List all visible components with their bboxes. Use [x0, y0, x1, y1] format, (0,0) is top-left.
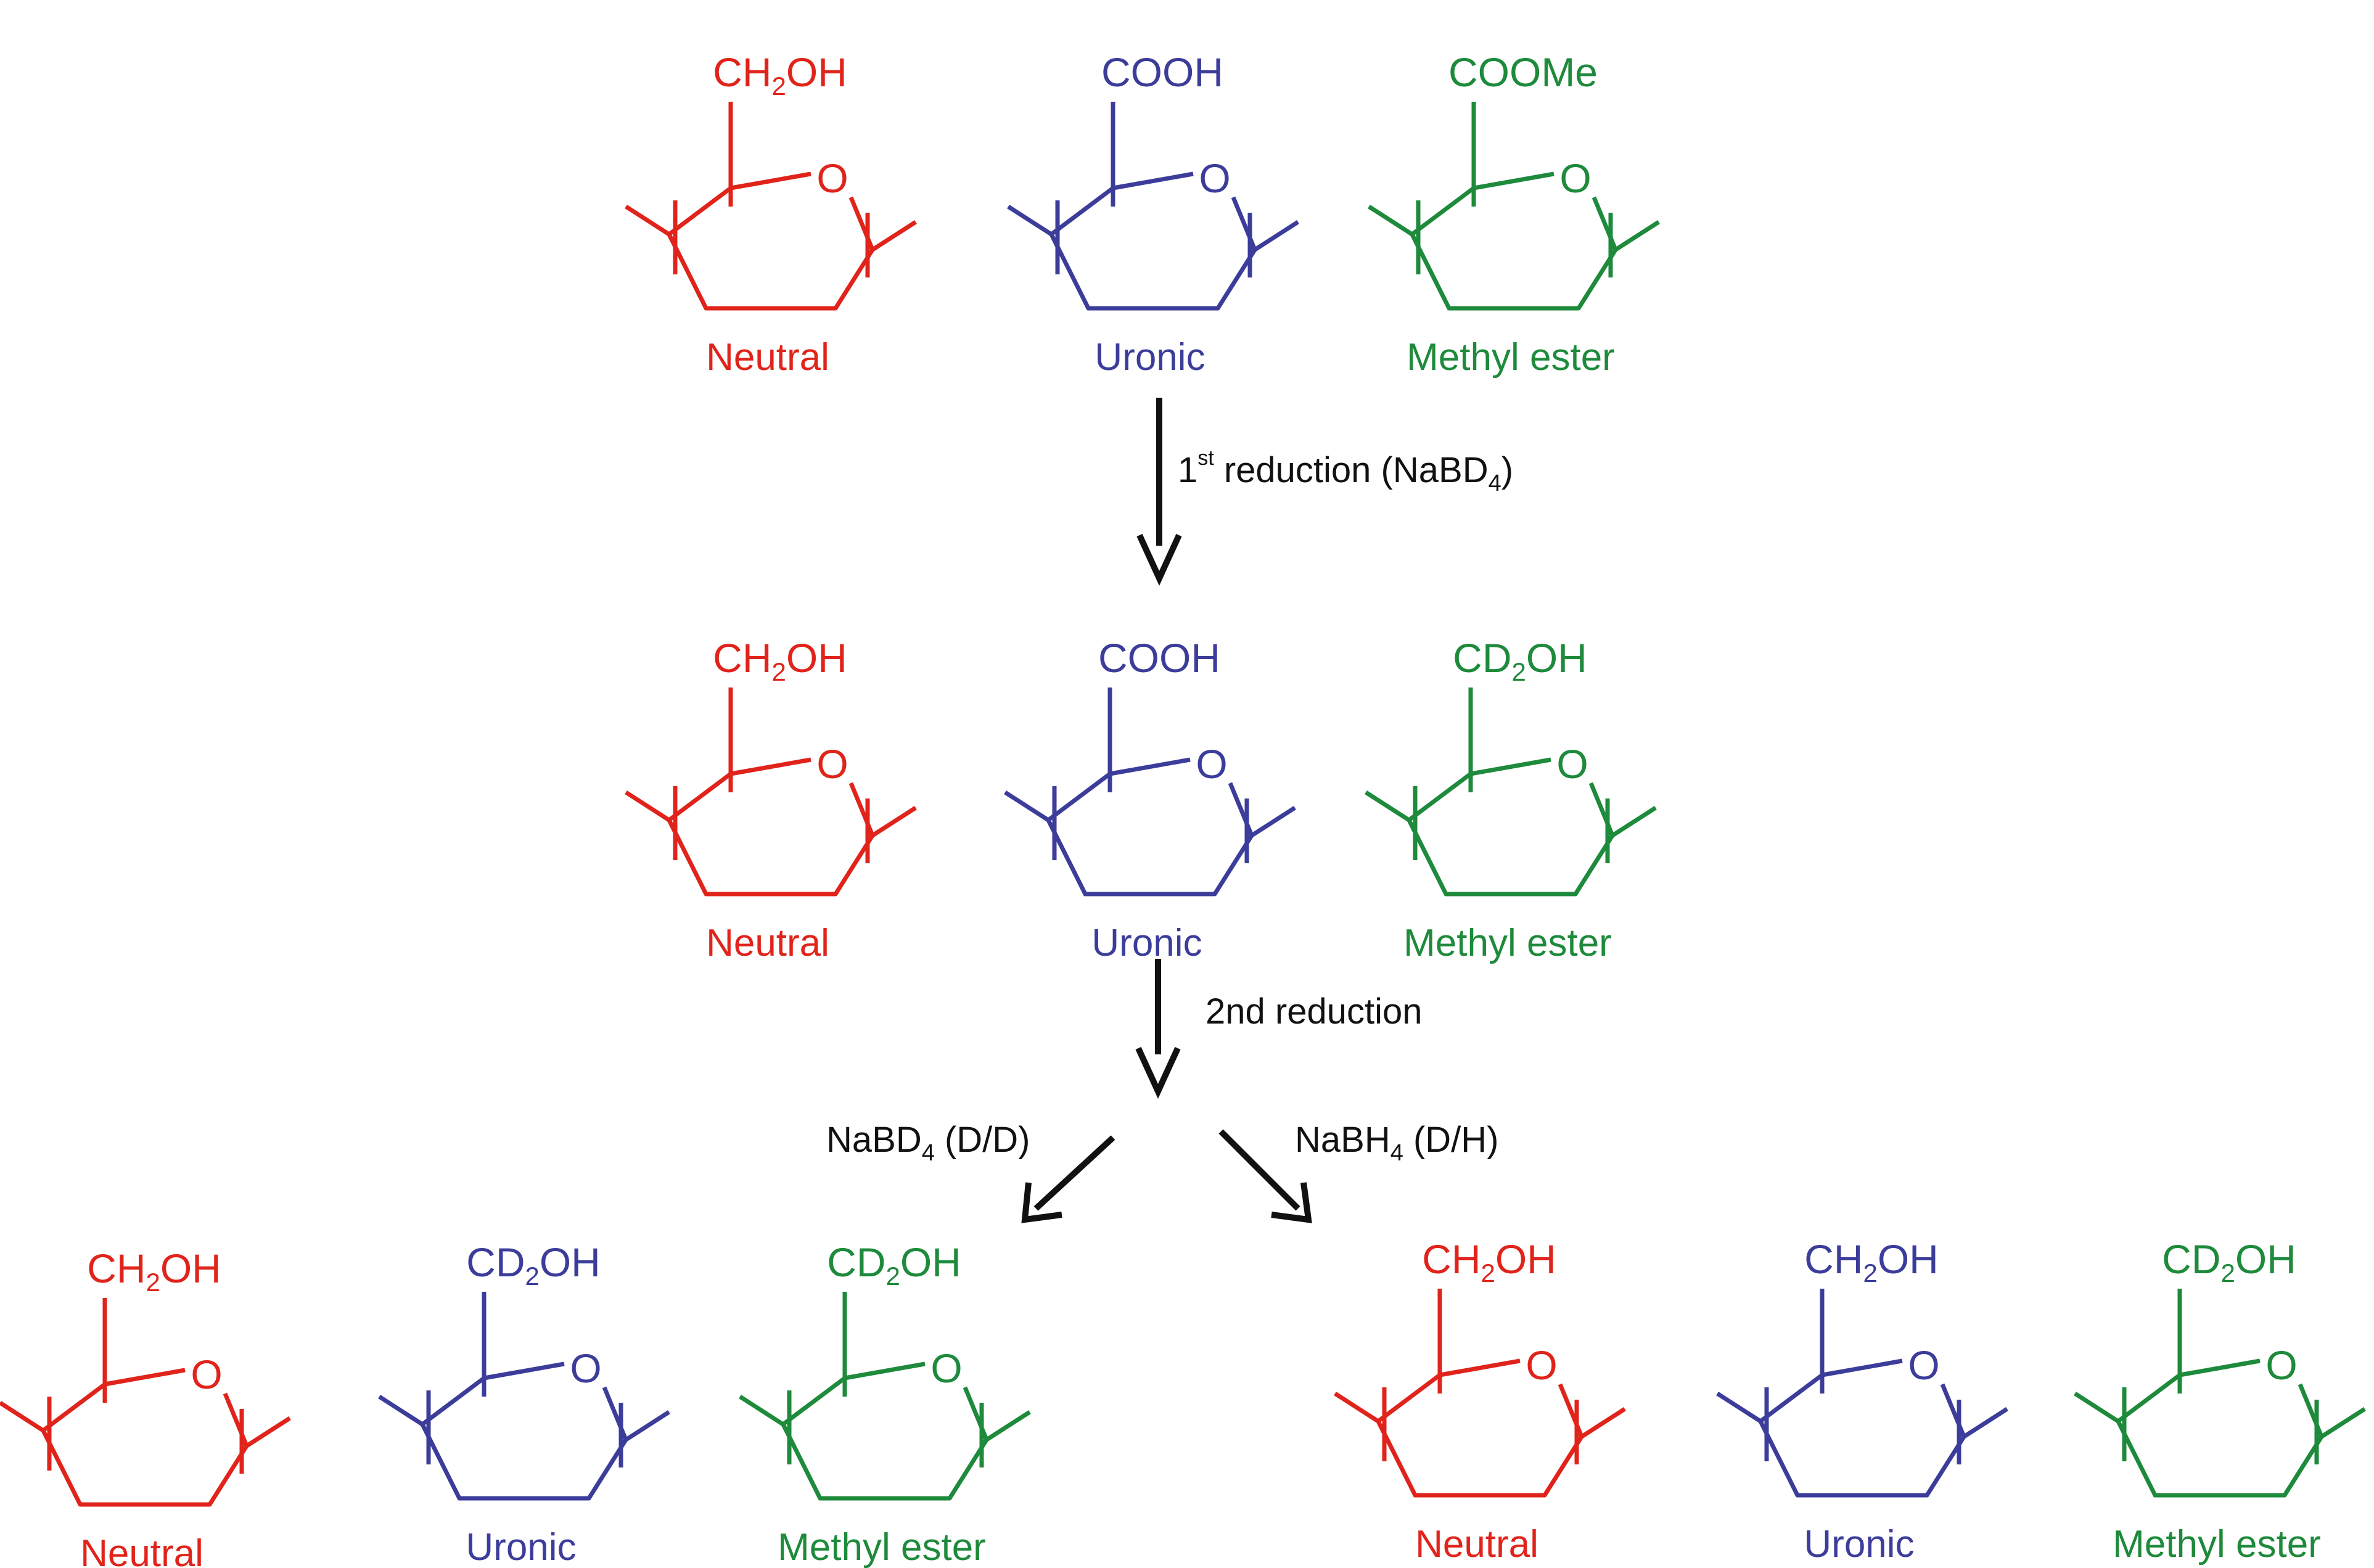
ring-oxygen: O	[930, 1345, 962, 1391]
left-bond	[1716, 1392, 1762, 1423]
residue-name: Uronic	[1804, 1523, 1914, 1566]
residue-name: Methyl ester	[778, 1526, 986, 1568]
left-bond	[739, 1395, 784, 1426]
ring-oxygen: O	[1196, 741, 1227, 787]
residue-name: Uronic	[1091, 922, 1202, 964]
left-bond	[625, 790, 670, 822]
first-reduction-label: 1st reduction (NaBD4)	[1178, 446, 1513, 496]
residue-name: Neutral	[80, 1532, 203, 1568]
molecule-after_first-uronic: COOH O Uronic	[1004, 635, 1296, 964]
left-bond	[378, 1395, 424, 1426]
substituent-label: CD2OH	[1453, 635, 1587, 686]
substituent-label: COOH	[1098, 635, 1220, 681]
ring-oxygen: O	[816, 741, 848, 787]
molecule-dd-uronic: CD2OH O Uronic	[378, 1239, 670, 1568]
ring-oxygen: O	[816, 155, 848, 201]
substituent-label: CD2OH	[2162, 1236, 2296, 1287]
left-bond	[1334, 1392, 1379, 1423]
right-bond	[1251, 806, 1296, 837]
first-reduction-arrow	[1136, 398, 1182, 586]
right-bond	[1614, 220, 1660, 252]
left-bond	[625, 205, 670, 236]
substituent-label: COOMe	[1448, 49, 1598, 95]
branch-left-arrow	[1021, 1135, 1115, 1223]
substituent-label: CD2OH	[466, 1239, 601, 1291]
molecule-after_first-neutral: CH2OH O Neutral	[625, 635, 917, 964]
molecule-dh-methyl-ester: CD2OH O Methyl ester	[2074, 1236, 2366, 1566]
residue-name: Methyl ester	[1403, 922, 1612, 964]
residue-name: Methyl ester	[2113, 1523, 2321, 1566]
left-bond	[1007, 205, 1053, 236]
left-bond	[1004, 790, 1049, 822]
substituent-label: CH2OH	[1804, 1236, 1939, 1287]
right-bond	[871, 220, 917, 252]
molecule-start-uronic: COOH O Uronic	[1007, 49, 1299, 379]
right-bond	[1963, 1407, 2008, 1439]
molecule-dd-methyl-ester: CD2OH O Methyl ester	[739, 1239, 1031, 1568]
molecule-dh-uronic: CH2OH O Uronic	[1716, 1236, 2008, 1566]
ring-oxygen: O	[1556, 741, 1588, 787]
left-bond	[2074, 1392, 2119, 1423]
right-bond	[625, 1410, 670, 1442]
left-bond	[1368, 205, 1413, 236]
branch-right-label: NaBH4 (D/H)	[1295, 1120, 1499, 1166]
substituent-label: COOH	[1101, 49, 1223, 95]
molecule-start-neutral: CH2OH O Neutral	[625, 49, 917, 379]
substituent-label: CD2OH	[827, 1239, 961, 1291]
molecule-dh-neutral: CH2OH O Neutral	[1334, 1236, 1626, 1566]
second-reduction-label: 2nd reduction	[1205, 991, 1422, 1032]
right-bond	[1611, 806, 1657, 837]
residue-name: Uronic	[466, 1526, 576, 1568]
residue-name: Methyl ester	[1407, 336, 1615, 379]
right-bond	[2320, 1407, 2366, 1439]
residue-name: Neutral	[1415, 1523, 1538, 1566]
molecule-dd-neutral: CH2OH O Neutral	[0, 1246, 291, 1568]
right-bond	[245, 1416, 291, 1448]
substituent-label: CH2OH	[87, 1246, 221, 1297]
ring-oxygen: O	[1559, 155, 1591, 201]
right-bond	[1580, 1407, 1626, 1439]
ring-oxygen: O	[2265, 1342, 2297, 1388]
ring-oxygen: O	[1908, 1342, 1939, 1388]
residue-name: Uronic	[1095, 336, 1205, 379]
substituent-label: CH2OH	[713, 49, 847, 101]
ring-oxygen: O	[570, 1345, 601, 1391]
substituent-label: CH2OH	[713, 635, 847, 686]
ring-oxygen: O	[1526, 1342, 1557, 1388]
left-bond	[1365, 790, 1410, 822]
residue-name: Neutral	[706, 336, 829, 379]
branch-right-arrow	[1218, 1129, 1312, 1223]
ring-oxygen: O	[1199, 155, 1230, 201]
substituent-label: CH2OH	[1422, 1236, 1556, 1287]
right-bond	[871, 806, 917, 837]
branch-left-label: NaBD4 (D/D)	[826, 1120, 1030, 1166]
molecule-after_first-methyl-ester: CD2OH O Methyl ester	[1365, 635, 1657, 964]
second-reduction-arrow	[1135, 959, 1181, 1099]
right-bond	[1254, 220, 1299, 252]
left-bond	[0, 1401, 44, 1432]
right-bond	[985, 1410, 1031, 1442]
residue-name: Neutral	[706, 922, 829, 964]
ring-oxygen: O	[191, 1352, 222, 1397]
